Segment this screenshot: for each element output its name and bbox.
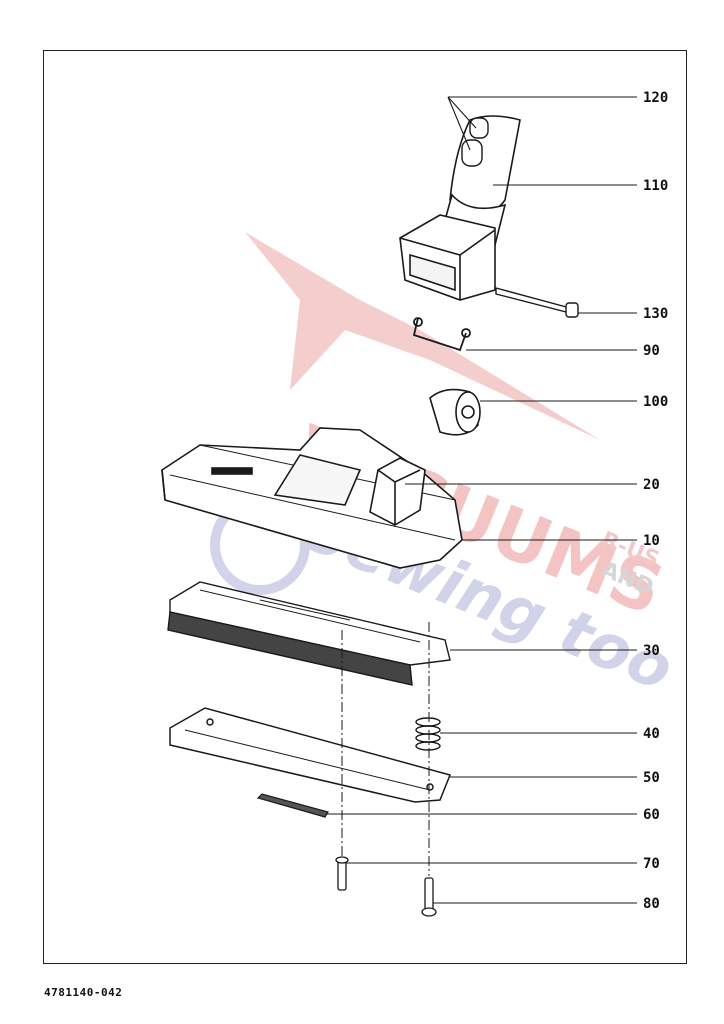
part-60-strip bbox=[256, 793, 329, 818]
callout-100: 100 bbox=[643, 394, 668, 410]
assembly-axes bbox=[341, 622, 430, 876]
drawing-frame bbox=[43, 50, 687, 964]
part-120-buttons bbox=[461, 117, 489, 167]
part-130-axle bbox=[495, 287, 579, 318]
part-100-wheel bbox=[429, 388, 481, 436]
part-80-screw bbox=[421, 877, 437, 917]
callout-90: 90 bbox=[643, 343, 660, 359]
callout-10: 10 bbox=[643, 533, 660, 549]
part-90-clip bbox=[412, 317, 471, 352]
watermark-arrow-shape bbox=[245, 232, 600, 440]
callout-60: 60 bbox=[643, 807, 660, 823]
part-20-pedal bbox=[369, 457, 426, 526]
callout-120: 120 bbox=[643, 90, 668, 106]
part-30-brush bbox=[167, 581, 451, 686]
part-10-housing bbox=[161, 427, 463, 569]
callout-labels: 120 110 130 90 100 20 10 30 40 50 60 70 … bbox=[643, 90, 668, 912]
document-number: 4781140-042 bbox=[44, 986, 123, 999]
part-110-neck bbox=[399, 115, 521, 301]
callout-110: 110 bbox=[643, 178, 668, 194]
callout-50: 50 bbox=[643, 770, 660, 786]
callout-70: 70 bbox=[643, 856, 660, 872]
callout-130: 130 bbox=[643, 306, 668, 322]
callout-20: 20 bbox=[643, 477, 660, 493]
callout-30: 30 bbox=[643, 643, 660, 659]
leader-lines bbox=[326, 96, 637, 904]
part-70-screw bbox=[335, 856, 349, 891]
part-50-baseplate bbox=[169, 707, 452, 803]
callout-40: 40 bbox=[643, 726, 660, 742]
part-40-spring bbox=[415, 717, 441, 751]
callout-80: 80 bbox=[643, 896, 660, 912]
